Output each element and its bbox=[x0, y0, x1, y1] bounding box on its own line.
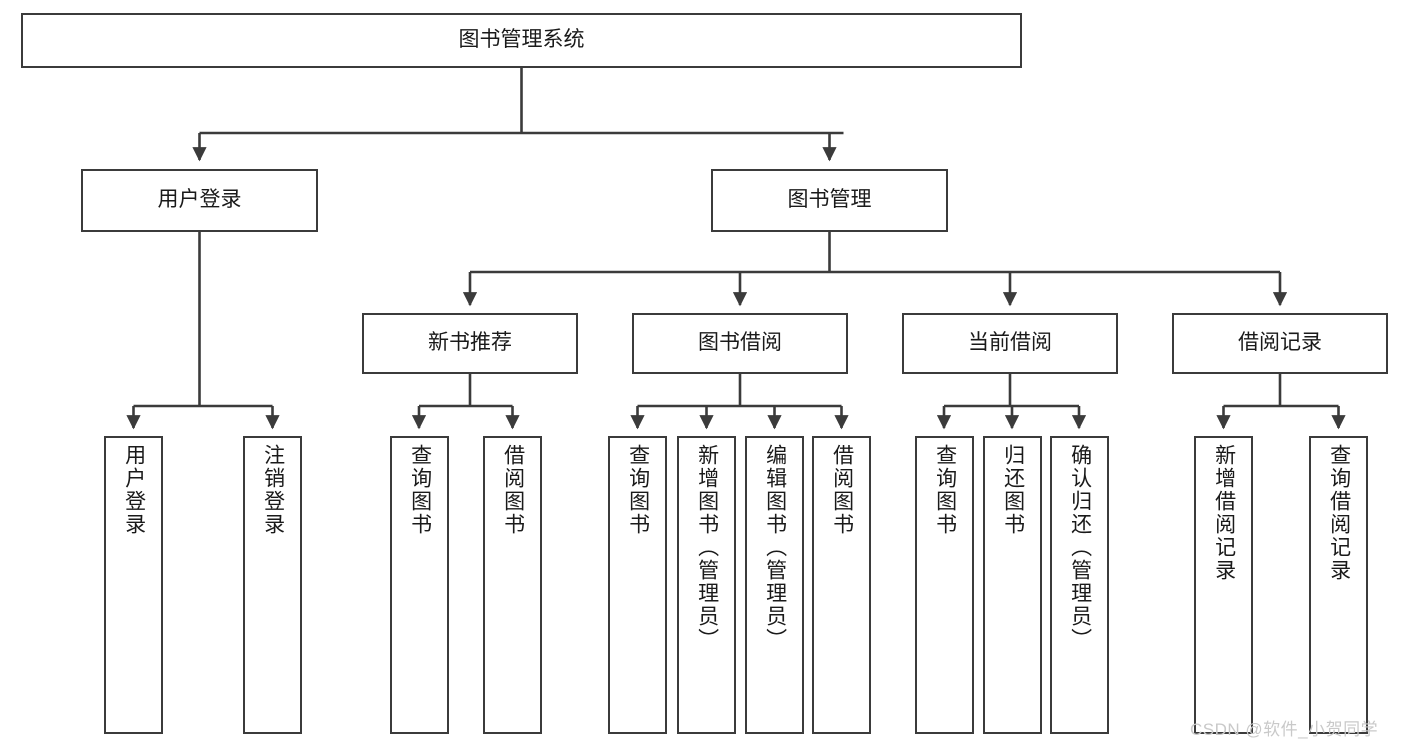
leaf-borrow-borrow-book[interactable]: 借阅图书 bbox=[812, 436, 871, 734]
leaf-current-query[interactable]: 查询图书 bbox=[915, 436, 974, 734]
node-current-borrow-label: 当前借阅 bbox=[968, 331, 1052, 355]
node-borrow-records-label: 借阅记录 bbox=[1238, 331, 1322, 355]
node-book-management-label: 图书管理 bbox=[787, 188, 872, 212]
leaf-borrow-query[interactable]: 查询图书 bbox=[608, 436, 667, 734]
leaf-borrow-borrow-book-label: 借阅图书 bbox=[830, 444, 854, 536]
csdn-watermark: CSDN @软件_小贺同学 bbox=[1190, 720, 1379, 739]
leaf-new-book-query[interactable]: 查询图书 bbox=[390, 436, 449, 734]
node-borrow-records[interactable]: 借阅记录 bbox=[1172, 313, 1388, 374]
leaf-borrow-edit-book-label: 编辑图书（管理员） bbox=[763, 444, 787, 651]
leaf-current-return-label: 归还图书 bbox=[1001, 444, 1025, 536]
leaf-current-return[interactable]: 归还图书 bbox=[983, 436, 1042, 734]
leaf-records-add[interactable]: 新增借阅记录 bbox=[1194, 436, 1253, 734]
leaf-borrow-query-label: 查询图书 bbox=[626, 444, 650, 536]
leaf-new-book-query-label: 查询图书 bbox=[408, 444, 432, 536]
node-user-login-label: 用户登录 bbox=[157, 188, 242, 212]
leaf-current-query-label: 查询图书 bbox=[933, 444, 957, 536]
leaf-new-book-borrow-label: 借阅图书 bbox=[501, 444, 525, 536]
node-root-label: 图书管理系统 bbox=[458, 28, 585, 52]
node-new-book-recommend-label: 新书推荐 bbox=[428, 331, 512, 355]
leaf-new-book-borrow[interactable]: 借阅图书 bbox=[483, 436, 542, 734]
leaf-current-confirm-return[interactable]: 确认归还（管理员） bbox=[1050, 436, 1109, 734]
leaf-user-login-logout[interactable]: 注销登录 bbox=[243, 436, 302, 734]
leaf-records-add-label: 新增借阅记录 bbox=[1212, 444, 1236, 582]
node-book-borrow[interactable]: 图书借阅 bbox=[632, 313, 848, 374]
node-book-management[interactable]: 图书管理 bbox=[711, 169, 948, 232]
node-user-login[interactable]: 用户登录 bbox=[81, 169, 318, 232]
leaf-borrow-add-book[interactable]: 新增图书（管理员） bbox=[677, 436, 736, 734]
leaf-borrow-add-book-label: 新增图书（管理员） bbox=[695, 444, 719, 651]
leaf-user-login-logout-label: 注销登录 bbox=[261, 444, 285, 536]
leaf-records-query[interactable]: 查询借阅记录 bbox=[1309, 436, 1368, 734]
node-current-borrow[interactable]: 当前借阅 bbox=[902, 313, 1118, 374]
node-root[interactable]: 图书管理系统 bbox=[21, 13, 1022, 68]
leaf-user-login-login-label: 用户登录 bbox=[122, 444, 146, 536]
node-book-borrow-label: 图书借阅 bbox=[698, 331, 782, 355]
leaf-current-confirm-return-label: 确认归还（管理员） bbox=[1068, 444, 1092, 651]
leaf-borrow-edit-book[interactable]: 编辑图书（管理员） bbox=[745, 436, 804, 734]
leaf-records-query-label: 查询借阅记录 bbox=[1327, 444, 1351, 582]
leaf-user-login-login[interactable]: 用户登录 bbox=[104, 436, 163, 734]
node-new-book-recommend[interactable]: 新书推荐 bbox=[362, 313, 578, 374]
